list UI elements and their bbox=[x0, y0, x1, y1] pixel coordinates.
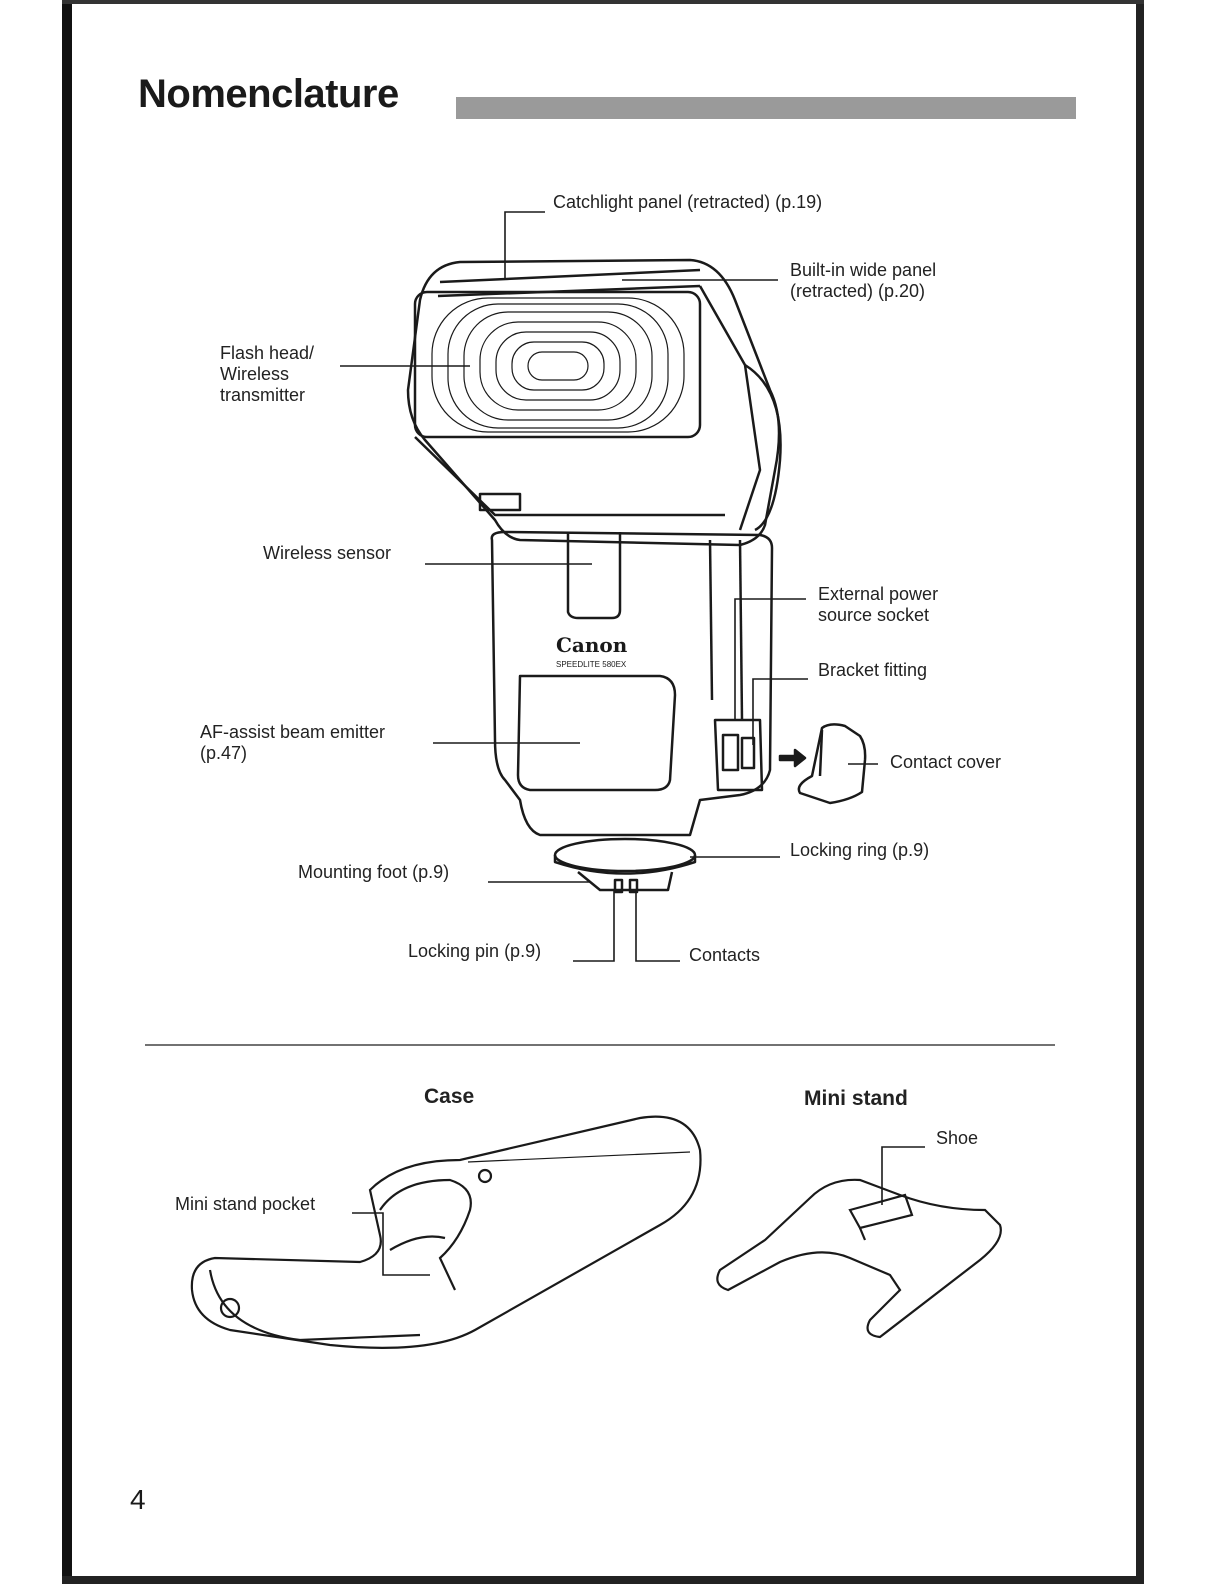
leader-lines bbox=[340, 211, 878, 962]
label-contact-cover: Contact cover bbox=[890, 752, 1002, 772]
fresnel-lens-drawing bbox=[431, 297, 685, 433]
mini-stand-heading: Mini stand bbox=[804, 1087, 908, 1110]
model-name: SPEEDLITE 580EX bbox=[556, 660, 627, 669]
title-rule-bar bbox=[456, 97, 1076, 119]
label-contacts: Contacts bbox=[689, 945, 761, 965]
brand-logo: Canon bbox=[556, 633, 628, 657]
page-border-top bbox=[62, 0, 1144, 4]
label-bracket-fitting: Bracket fitting bbox=[818, 660, 928, 680]
arrow-icon bbox=[778, 748, 807, 768]
page-border-bottom bbox=[62, 1576, 1144, 1584]
label-mounting-foot: Mounting foot (p.9) bbox=[298, 862, 450, 882]
mounting-foot-drawing bbox=[553, 837, 697, 894]
label-mini-stand-pocket: Mini stand pocket bbox=[175, 1194, 316, 1214]
contact-cover-drawing bbox=[797, 723, 867, 805]
flash-head-drawing bbox=[406, 258, 782, 547]
page-border-right bbox=[1136, 0, 1144, 1584]
label-wide-panel: Built-in wide panel (retracted) (p.20) bbox=[790, 260, 937, 301]
page-number: 4 bbox=[130, 1484, 146, 1515]
case-heading: Case bbox=[424, 1085, 475, 1108]
label-af-assist: AF-assist beam emitter (p.47) bbox=[200, 722, 386, 763]
label-wireless-sensor: Wireless sensor bbox=[263, 543, 392, 563]
page-border-left bbox=[62, 0, 72, 1584]
label-locking-pin: Locking pin (p.9) bbox=[408, 941, 542, 961]
flash-body-drawing bbox=[490, 530, 774, 837]
label-shoe: Shoe bbox=[936, 1128, 979, 1148]
label-locking-ring: Locking ring (p.9) bbox=[790, 840, 930, 860]
label-external-power: External power source socket bbox=[818, 584, 939, 625]
label-flash-head: Flash head/ Wireless transmitter bbox=[220, 343, 315, 405]
page-title: Nomenclature bbox=[138, 72, 399, 116]
case-drawing bbox=[190, 1115, 702, 1349]
label-catchlight-panel: Catchlight panel (retracted) (p.19) bbox=[553, 192, 823, 212]
mini-stand-drawing bbox=[716, 1178, 1002, 1339]
